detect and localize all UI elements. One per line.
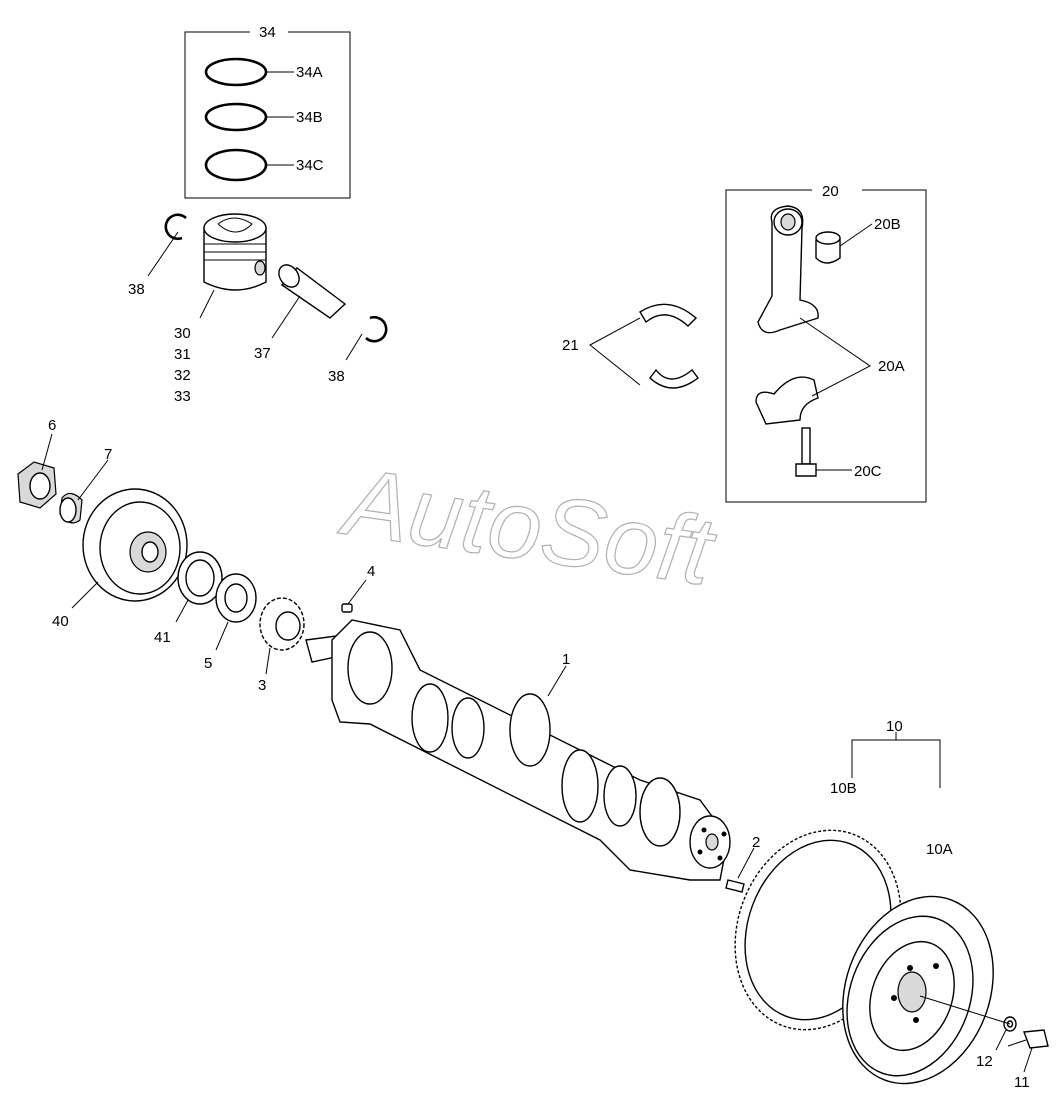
piston-pin bbox=[278, 264, 347, 319]
connecting-rod-bushing bbox=[815, 231, 841, 264]
pulley-spacer-41 bbox=[177, 551, 223, 605]
watermark-text: AutoSoft bbox=[334, 448, 722, 606]
crankshaft-nut bbox=[17, 461, 57, 509]
callout-10: 10 bbox=[886, 718, 903, 735]
thrust-washer-5 bbox=[215, 573, 257, 623]
connecting-rod-bolt bbox=[795, 427, 817, 477]
woodruff-key bbox=[341, 603, 353, 613]
callout-3: 3 bbox=[258, 677, 266, 694]
callout-20: 20 bbox=[822, 183, 839, 200]
callout-34c: 34C bbox=[296, 157, 324, 174]
crankshaft-pulley bbox=[82, 488, 188, 602]
callout-37: 37 bbox=[254, 345, 271, 362]
dowel-pin bbox=[725, 879, 745, 893]
bearing-shell-upper bbox=[639, 303, 698, 327]
callout-11: 11 bbox=[1014, 1074, 1030, 1091]
callout-34: 34 bbox=[259, 24, 276, 41]
callout-6: 6 bbox=[48, 417, 56, 434]
crankshaft-gear bbox=[259, 597, 305, 651]
callout-20b: 20B bbox=[874, 216, 901, 233]
connecting-rod-cap bbox=[755, 376, 819, 425]
callout-33: 33 bbox=[174, 388, 191, 405]
piston-ring-34b bbox=[204, 102, 268, 132]
callout-38-left: 38 bbox=[128, 281, 145, 298]
callout-5: 5 bbox=[204, 655, 212, 672]
callout-38-right: 38 bbox=[328, 368, 345, 385]
piston-ring-34a bbox=[204, 57, 268, 87]
connecting-rod bbox=[757, 205, 819, 334]
snap-ring-right bbox=[365, 316, 388, 343]
piston bbox=[203, 213, 267, 291]
callout-34b: 34B bbox=[296, 109, 323, 126]
crankshaft bbox=[305, 619, 731, 881]
callout-20a: 20A bbox=[878, 358, 905, 375]
callout-2: 2 bbox=[752, 834, 760, 851]
callout-21: 21 bbox=[562, 337, 579, 354]
callout-32: 32 bbox=[174, 367, 191, 384]
bearing-shell-lower bbox=[649, 368, 699, 389]
callout-20c: 20C bbox=[854, 463, 882, 480]
piston-ring-set-box bbox=[184, 31, 351, 199]
callout-12: 12 bbox=[976, 1053, 993, 1070]
tapered-collar bbox=[59, 492, 83, 524]
callout-31: 31 bbox=[174, 346, 191, 363]
callout-labels: 34 34A 34B 34C 38 30 31 32 33 37 38 21 2… bbox=[48, 24, 1030, 1091]
flywheel bbox=[842, 895, 994, 1085]
connecting-rod-box bbox=[725, 189, 927, 503]
callout-1: 1 bbox=[562, 651, 570, 668]
callout-10a: 10A bbox=[926, 841, 953, 858]
callout-7: 7 bbox=[104, 446, 112, 463]
callout-40: 40 bbox=[52, 613, 69, 630]
callout-4: 4 bbox=[367, 563, 375, 580]
snap-ring-left bbox=[164, 213, 187, 240]
piston-ring-34c bbox=[204, 148, 268, 182]
callout-41: 41 bbox=[154, 629, 171, 646]
callout-30: 30 bbox=[174, 325, 191, 342]
callout-34a: 34A bbox=[296, 64, 323, 81]
flywheel-bolt bbox=[1007, 1029, 1049, 1049]
callout-10b: 10B bbox=[830, 780, 857, 797]
